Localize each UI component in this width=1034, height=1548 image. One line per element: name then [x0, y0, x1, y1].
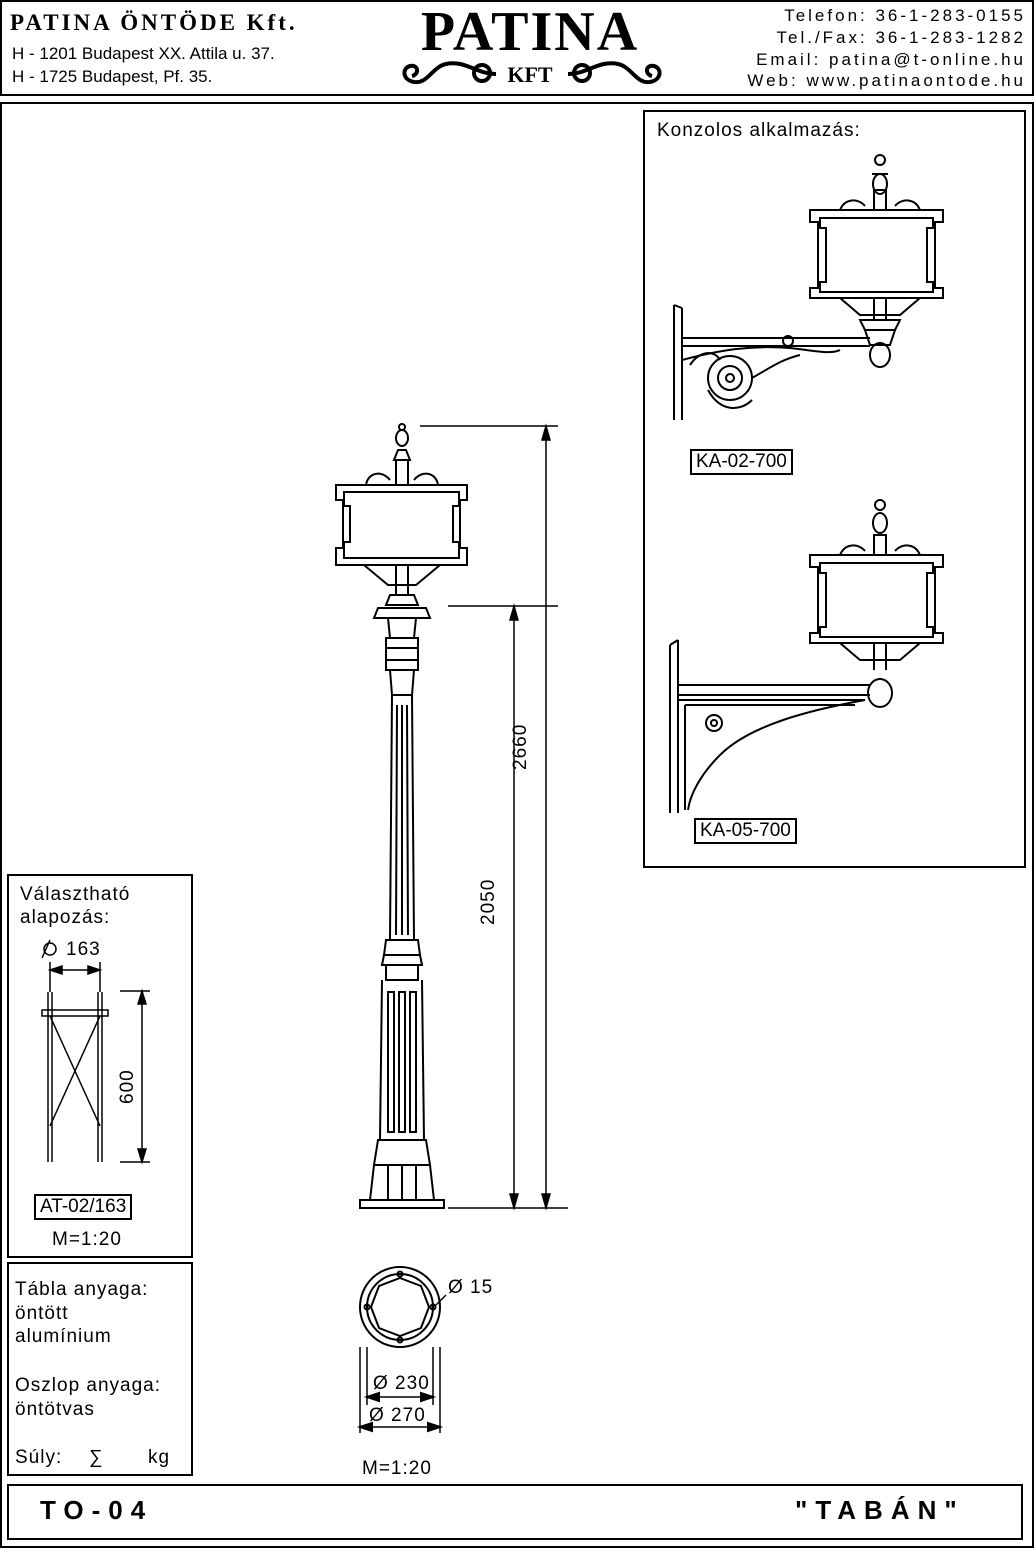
sign-material-1: öntött — [15, 1303, 69, 1324]
pole-drawing — [335, 423, 568, 1211]
weight-unit: kg — [148, 1447, 171, 1468]
base-title-1: Választható — [20, 884, 131, 905]
post-material: öntötvas — [15, 1399, 95, 1420]
logo-subtitle: KFT — [507, 62, 553, 87]
address-line-2: H - 1725 Budapest, Pf. 35. — [12, 67, 213, 86]
dimension-post: 2050 — [478, 878, 499, 925]
base-box — [7, 874, 193, 1258]
console-code-2: KA-05-700 — [694, 818, 797, 844]
product-name: "TABÁN" — [795, 1495, 965, 1525]
post-material-label: Oszlop anyaga: — [15, 1375, 162, 1396]
email-line: Email: patina@t-online.hu — [756, 50, 1026, 69]
footer-box — [7, 1484, 1023, 1540]
base-drawing — [41, 939, 150, 1165]
address-line-1: H - 1201 Budapest XX. Attila u. 37. — [12, 44, 275, 63]
plan-inner-dim: Ø 230 — [373, 1373, 430, 1394]
logo-ornament — [402, 61, 662, 85]
console-drawing-2 — [669, 499, 944, 813]
base-title-2: alapozás: — [20, 907, 111, 928]
weight-symbol: ∑ — [89, 1447, 104, 1468]
drawing-frame — [0, 102, 1034, 1548]
dimension-total: 2660 — [510, 723, 531, 770]
console-title: Konzolos alkalmazás: — [657, 120, 861, 141]
console-box — [643, 110, 1026, 868]
header-frame — [0, 0, 1034, 96]
product-code: TO-04 — [40, 1495, 154, 1525]
sign-material-label: Tábla anyaga: — [15, 1279, 149, 1300]
plan-scale: M=1:20 — [362, 1458, 432, 1479]
base-code: AT-02/163 — [34, 1194, 133, 1220]
console-code-1: KA-02-700 — [690, 449, 793, 475]
logo-title: PATINA — [420, 1, 640, 63]
sign-material-2: alumínium — [15, 1326, 112, 1347]
fax-line: Tel./Fax: 36-1-283-1282 — [776, 28, 1026, 47]
base-diameter: 163 — [66, 939, 101, 960]
phone-line: Telefon: 36-1-283-0155 — [784, 6, 1026, 25]
base-scale: M=1:20 — [52, 1229, 122, 1250]
plan-hole-dim: Ø 15 — [448, 1277, 494, 1298]
plan-view-drawing — [356, 1266, 447, 1433]
base-height: 600 — [117, 1069, 138, 1104]
materials-box — [7, 1262, 193, 1476]
web-line: Web: www.patinaontode.hu — [747, 71, 1026, 90]
plan-outer-dim: Ø 270 — [369, 1405, 426, 1426]
weight-label: Súly: — [15, 1447, 63, 1468]
company-name: PATINA ÖNTÖDE Kft. — [10, 10, 298, 35]
console-drawing-1 — [673, 154, 944, 420]
